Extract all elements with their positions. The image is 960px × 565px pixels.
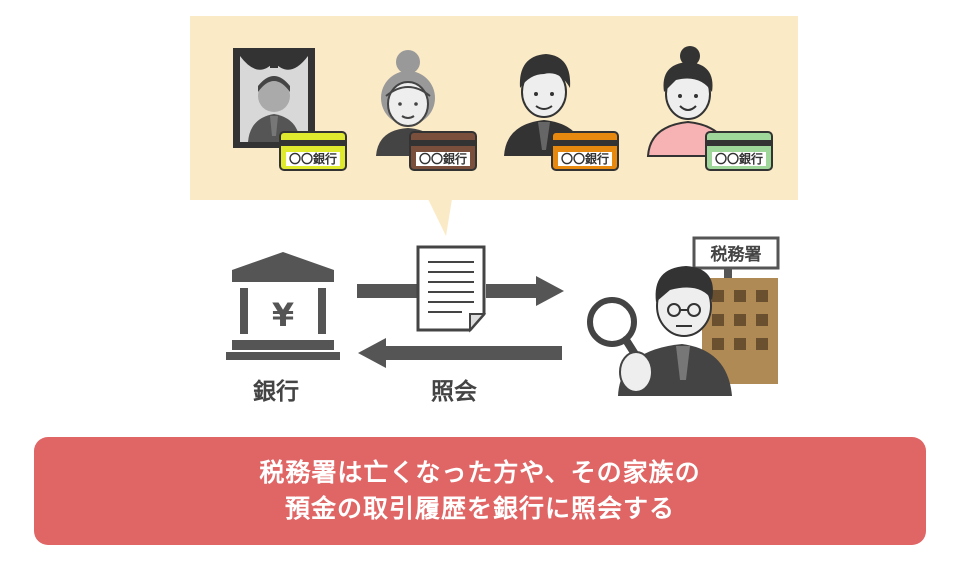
banner-line-2: 預金の取引履歴を銀行に照会する <box>284 494 675 523</box>
banner-line-1: 税務署は亡くなった方や、その家族の <box>259 458 701 487</box>
card-3-label: 〇〇銀行 <box>561 151 609 166</box>
card-1-label: 〇〇銀行 <box>289 151 337 166</box>
bank-building-icon <box>226 252 340 360</box>
document-icon <box>416 245 487 333</box>
inquiry-label: 照会 <box>431 379 477 405</box>
bank-card-4 <box>705 131 773 171</box>
card-4-label: 〇〇銀行 <box>715 151 763 166</box>
speech-bubble-tail <box>428 199 452 236</box>
bank-card-1 <box>279 131 347 171</box>
bank-card-2 <box>409 131 477 171</box>
summary-banner: 税務署は亡くなった方や、その家族の 預金の取引履歴を銀行に照会する <box>34 437 926 545</box>
magnifying-glass-icon <box>587 297 653 393</box>
yen-symbol: ¥ <box>272 296 294 334</box>
grandmother-icon <box>376 50 440 156</box>
bank-label: 銀行 <box>253 379 299 405</box>
bank-card-3 <box>551 131 619 171</box>
tax-office-building-icon <box>692 236 780 384</box>
arrow-left-to-bank <box>358 338 562 368</box>
deceased-portrait-icon <box>233 48 315 148</box>
card-2-label: 〇〇銀行 <box>419 151 467 166</box>
tax-office-sign: 税務署 <box>711 244 762 265</box>
